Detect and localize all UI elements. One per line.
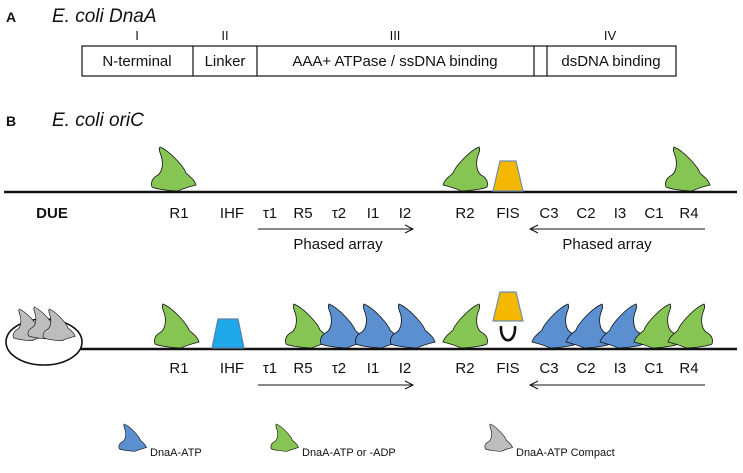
dnaa-green-icon bbox=[442, 303, 489, 349]
domain-label-linker: Linker bbox=[205, 53, 246, 70]
dnaa-green-icon bbox=[150, 146, 197, 192]
panel-a-letter: A bbox=[6, 9, 16, 25]
site-r2: R2 bbox=[455, 205, 474, 222]
site-i3: I3 bbox=[614, 205, 627, 222]
site-c1: C1 bbox=[644, 205, 663, 222]
site-ihf: IHF bbox=[220, 205, 244, 222]
ihf-protein-icon bbox=[211, 318, 245, 349]
site-i1: I1 bbox=[367, 360, 380, 377]
arrow-head-left-icon bbox=[528, 224, 539, 234]
arrow-head-right-icon bbox=[404, 224, 415, 234]
site-r1: R1 bbox=[169, 360, 188, 377]
site-tau1: τ1 bbox=[263, 205, 277, 222]
site-i2: I2 bbox=[399, 360, 412, 377]
domain-bar: I II III IV N-terminal Linker AAA+ ATPas… bbox=[81, 28, 677, 77]
site-c3: C3 bbox=[539, 360, 558, 377]
phased-array-label-left: Phased array bbox=[293, 236, 383, 253]
legend-dnaa-gray-icon bbox=[484, 423, 513, 452]
dnaa-green-icon bbox=[667, 303, 714, 349]
site-tau2: τ2 bbox=[332, 360, 346, 377]
site-i3: I3 bbox=[614, 360, 627, 377]
domain-box-outline bbox=[81, 45, 677, 77]
legend-label-dnaa-atp-adp: DnaA-ATP or -ADP bbox=[302, 447, 396, 459]
domain-label-aaa: AAA+ ATPase / ssDNA binding bbox=[292, 53, 497, 70]
legend-dnaa-blue-icon bbox=[118, 423, 147, 452]
site-tau1: τ1 bbox=[263, 360, 277, 377]
domain-label-n-terminal: N-terminal bbox=[102, 53, 171, 70]
legend-label-dnaa-atp: DnaA-ATP bbox=[150, 447, 202, 459]
dnaa-green-icon bbox=[442, 146, 489, 192]
panel-b-letter: B bbox=[6, 113, 16, 129]
site-tau2: τ2 bbox=[332, 205, 346, 222]
site-fis: FIS bbox=[496, 205, 519, 222]
domain-numeral-ii: II bbox=[221, 28, 228, 43]
site-c2: C2 bbox=[576, 360, 595, 377]
site-c2: C2 bbox=[576, 205, 595, 222]
fis-protein-icon bbox=[492, 291, 524, 322]
site-r1: R1 bbox=[169, 205, 188, 222]
oric-bottom: R1 IHF τ1 R5 τ2 I1 I2 R2 FIS C3 C2 I3 C1… bbox=[5, 291, 737, 390]
site-c3: C3 bbox=[539, 205, 558, 222]
site-ihf: IHF bbox=[220, 360, 244, 377]
arrow-head-right-icon bbox=[404, 380, 415, 390]
due-label: DUE bbox=[36, 205, 68, 222]
oric-top: DUE R1 IHF τ1 R5 τ2 I1 I2 R2 FIS C3 C2 I… bbox=[4, 146, 737, 253]
dnaa-green-icon bbox=[153, 303, 200, 349]
domain-numeral-i: I bbox=[135, 28, 139, 43]
dna-bend-icon bbox=[499, 325, 517, 342]
fis-protein-icon bbox=[492, 160, 524, 192]
legend-dnaa-green-icon bbox=[270, 423, 299, 452]
dnaa-blue-icon bbox=[389, 303, 436, 349]
site-r4: R4 bbox=[679, 360, 698, 377]
site-i2: I2 bbox=[399, 205, 412, 222]
legend: DnaA-ATP DnaA-ATP or -ADP DnaA-ATP Compa… bbox=[118, 423, 615, 459]
site-i1: I1 bbox=[367, 205, 380, 222]
domain-numeral-iv: IV bbox=[604, 28, 617, 43]
panel-a-title: E. coli DnaA bbox=[52, 6, 157, 27]
arrow-head-left-icon bbox=[528, 380, 539, 390]
phased-array-label-right: Phased array bbox=[562, 236, 652, 253]
legend-label-dnaa-compact: DnaA-ATP Compact bbox=[516, 447, 615, 459]
panel-b-title: E. coli oriC bbox=[52, 110, 144, 131]
site-c1: C1 bbox=[644, 360, 663, 377]
dnaa-green-icon bbox=[664, 146, 711, 192]
site-r4: R4 bbox=[679, 205, 698, 222]
site-r5: R5 bbox=[293, 360, 312, 377]
domain-numeral-iii: III bbox=[390, 28, 401, 43]
site-r5: R5 bbox=[293, 205, 312, 222]
site-fis: FIS bbox=[496, 360, 519, 377]
domain-label-dsdna: dsDNA binding bbox=[561, 53, 660, 70]
site-r2: R2 bbox=[455, 360, 474, 377]
